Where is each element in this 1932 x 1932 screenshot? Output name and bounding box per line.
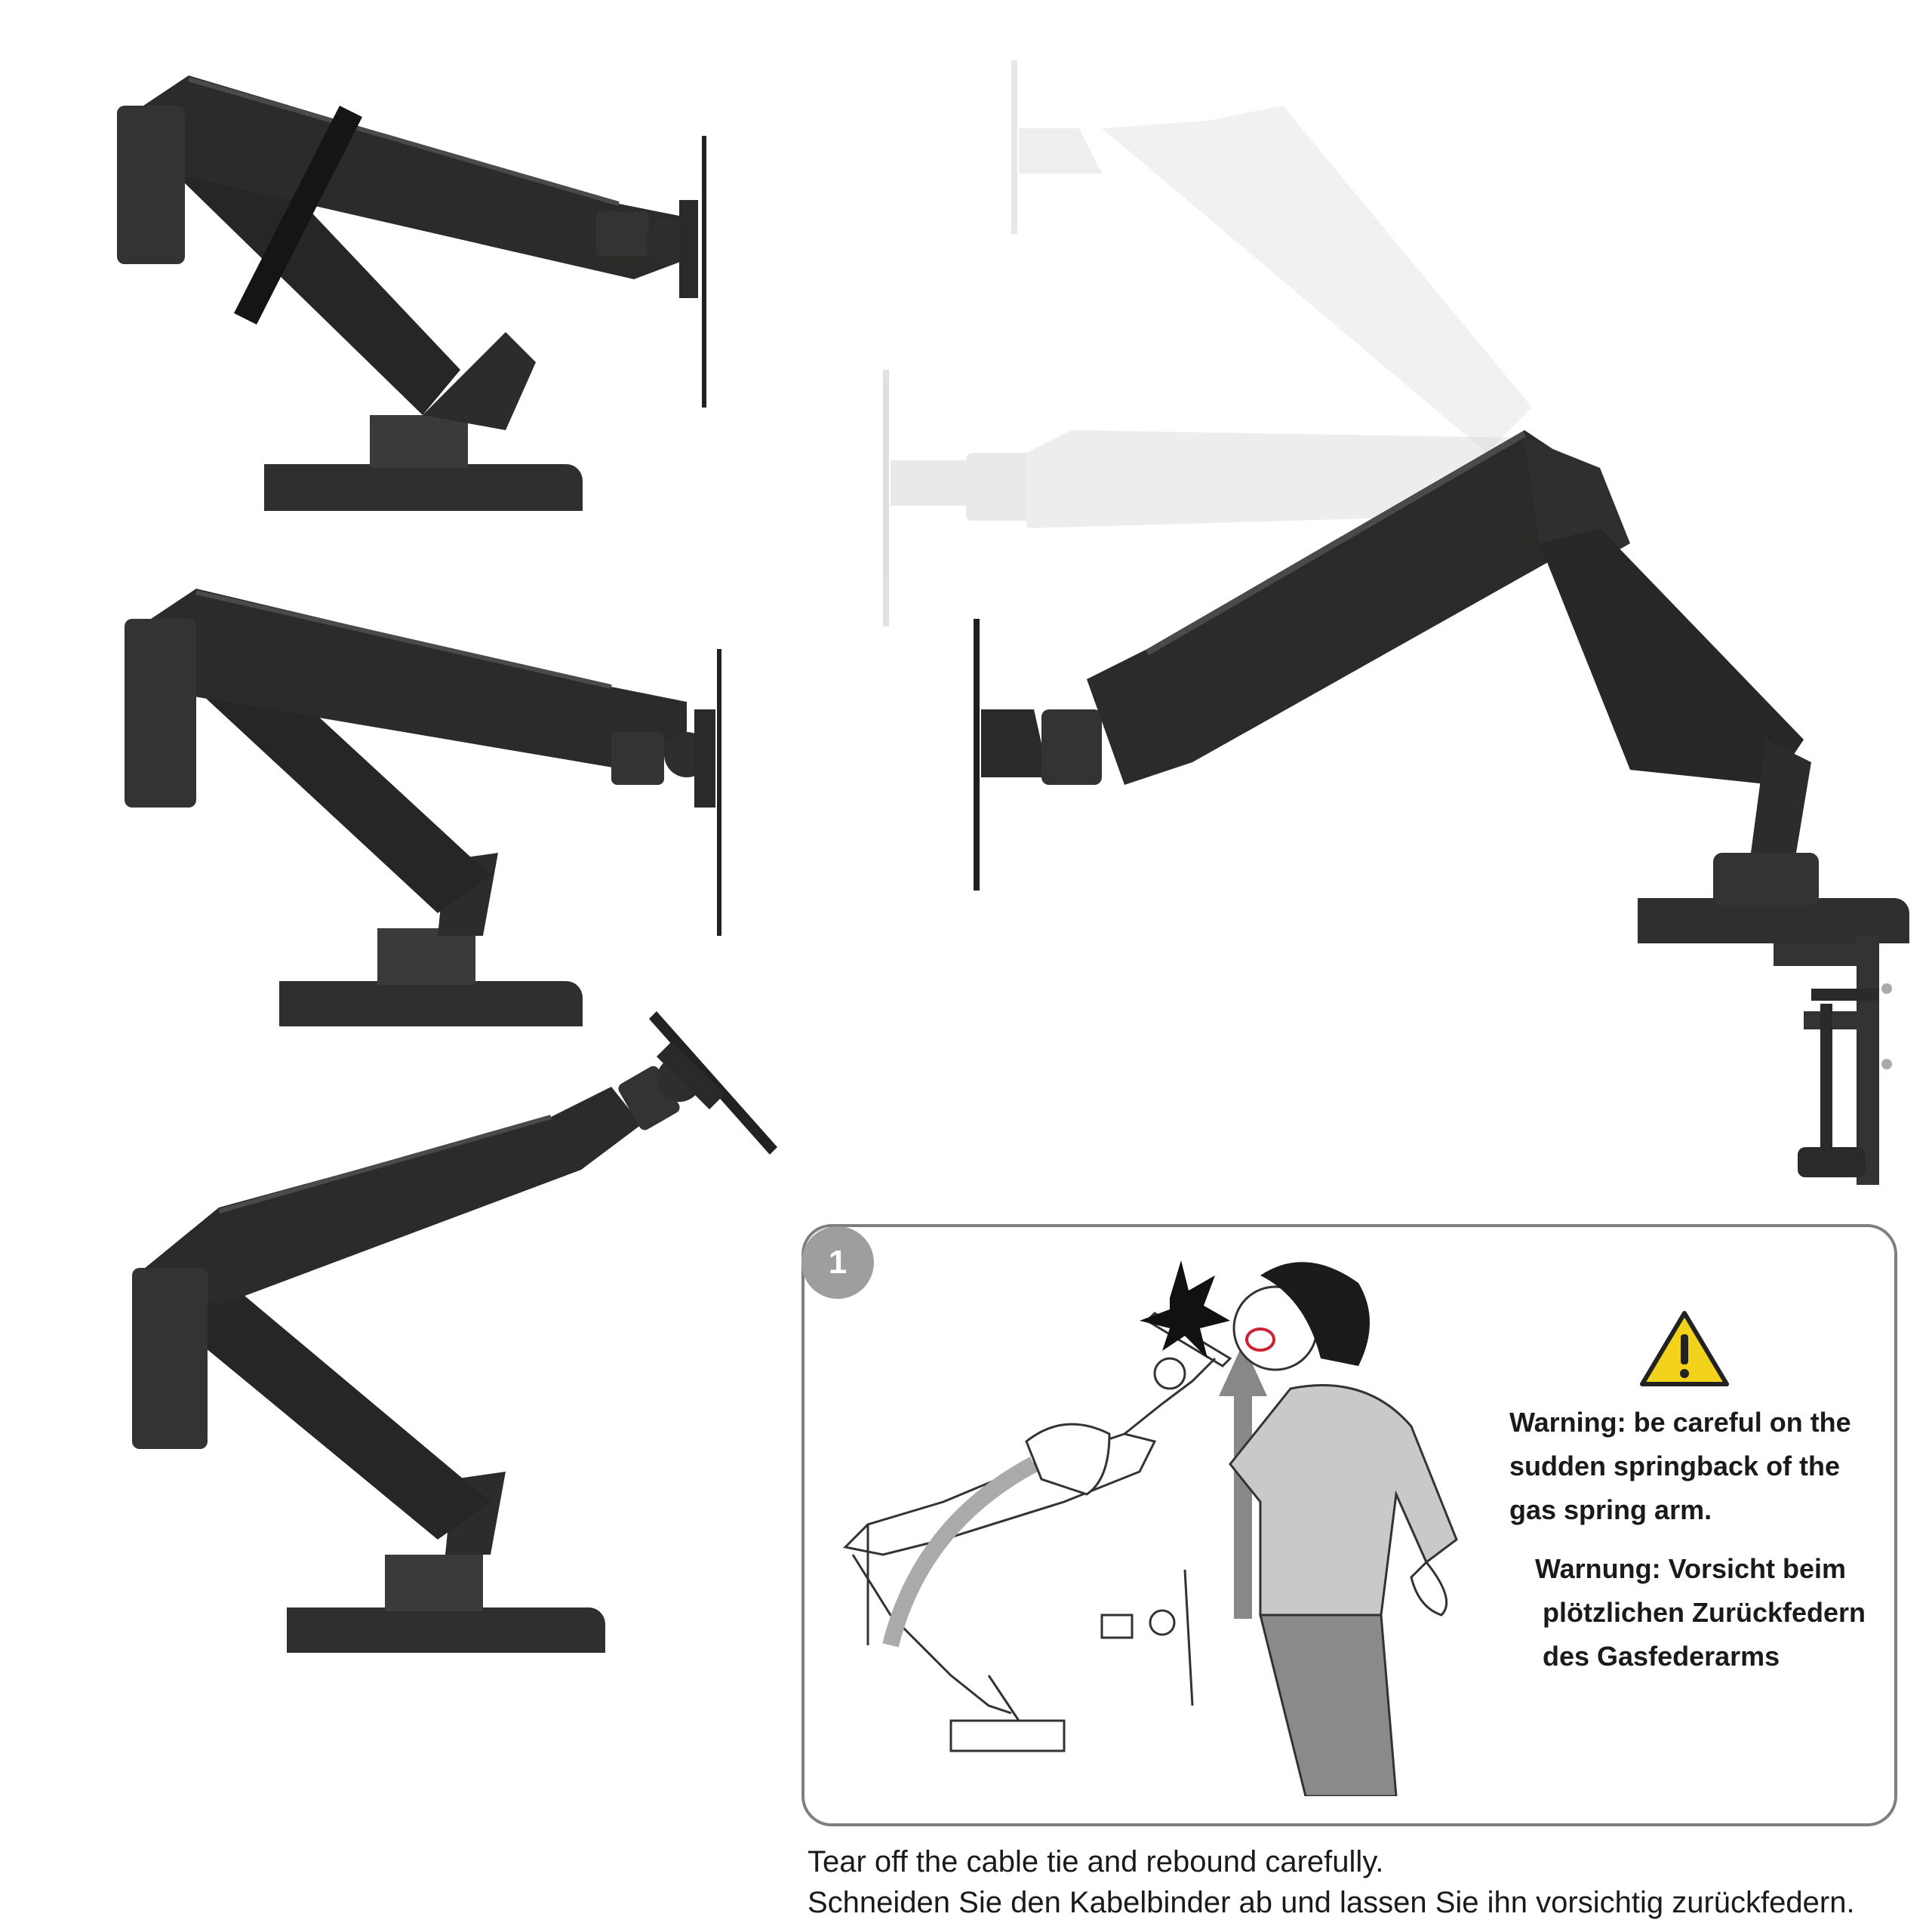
warning-triangle-icon [1640, 1311, 1729, 1386]
monitor-arm-strapped-image [117, 75, 706, 511]
warning-en-line-1: Warning: be careful on the [1509, 1407, 1851, 1438]
instruction-caption: Tear off the cable tie and rebound caref… [808, 1841, 1924, 1923]
warning-de-line-3: des Gasfederarms [1543, 1641, 1780, 1672]
step-number-badge: 1 [801, 1226, 874, 1299]
warning-de-line-2: plötzlichen Zurückfedern [1543, 1597, 1866, 1628]
monitor-arm-raised-image [132, 1011, 777, 1653]
caption-english: Tear off the cable tie and rebound caref… [808, 1845, 1384, 1878]
springback-illustration [842, 1260, 1458, 1796]
caption-german: Schneiden Sie den Kabelbinder ab und las… [808, 1886, 1855, 1919]
warning-text-german: Warnung: Vorsicht beim plötzlichen Zurüc… [1535, 1547, 1890, 1678]
monitor-arm-motion-image [883, 60, 1909, 1185]
warning-en-line-2: sudden springback of the [1509, 1451, 1841, 1481]
warning-text-english: Warning: be careful on the sudden spring… [1509, 1401, 1887, 1532]
monitor-arm-released-image [125, 589, 721, 1026]
step-number: 1 [828, 1244, 848, 1281]
warning-en-line-3: gas spring arm. [1509, 1494, 1712, 1525]
warning-de-line-1: Warnung: Vorsicht beim [1535, 1553, 1847, 1584]
